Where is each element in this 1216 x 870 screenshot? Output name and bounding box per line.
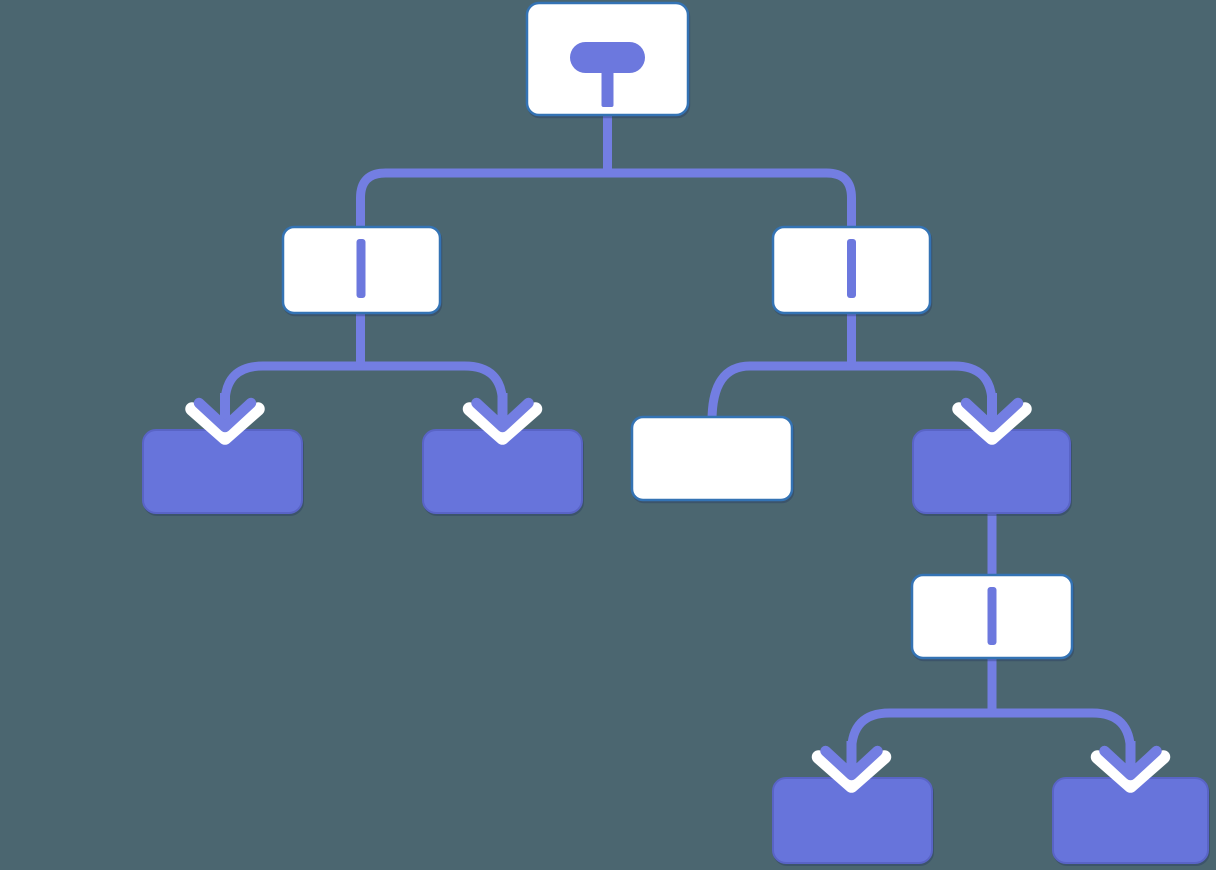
chevron-down-arrow-icon-leaf-5 [1090,741,1171,793]
chevron-white-layer [462,402,543,445]
edge-branch-right-rail [707,361,997,422]
connectors [220,110,1135,753]
node-branch-right[interactable] [771,225,932,315]
chevron-down-arrow-icon-leaf-3 [952,393,1032,445]
edge-branch-left-rail [220,361,507,405]
node-branch-left[interactable] [281,225,442,315]
root-pill-stem [601,70,614,107]
node-child-open[interactable] [630,415,794,502]
chevron-purple-layer [820,745,883,781]
arrowheads [185,393,1171,793]
chevron-purple-layer [960,397,1024,433]
edge-top-rail [356,168,856,231]
node-root[interactable] [525,1,690,117]
chevron-white-layer [952,402,1032,445]
chevron-white-layer [1090,750,1171,793]
chevron-purple-layer [1099,745,1162,781]
chevron-purple-layer [193,397,257,433]
chevron-white-layer [811,750,892,793]
chevron-down-arrow-icon-leaf-4 [811,741,892,793]
chevron-down-arrow-icon-leaf-1 [185,393,265,445]
root-pill-icon [570,42,645,73]
branch-lower-divider-bar [987,587,997,645]
chevron-purple-layer [471,397,534,433]
chevron-white-layer [185,402,265,445]
child-open-card[interactable] [630,415,794,502]
branch-left-divider-bar [356,239,366,298]
nodes [142,1,1209,864]
chevron-down-arrow-icon-leaf-2 [462,393,543,445]
node-branch-lower[interactable] [910,573,1074,660]
edge-branch-lower-rail [847,708,1135,753]
branch-right-divider-bar [847,239,856,298]
